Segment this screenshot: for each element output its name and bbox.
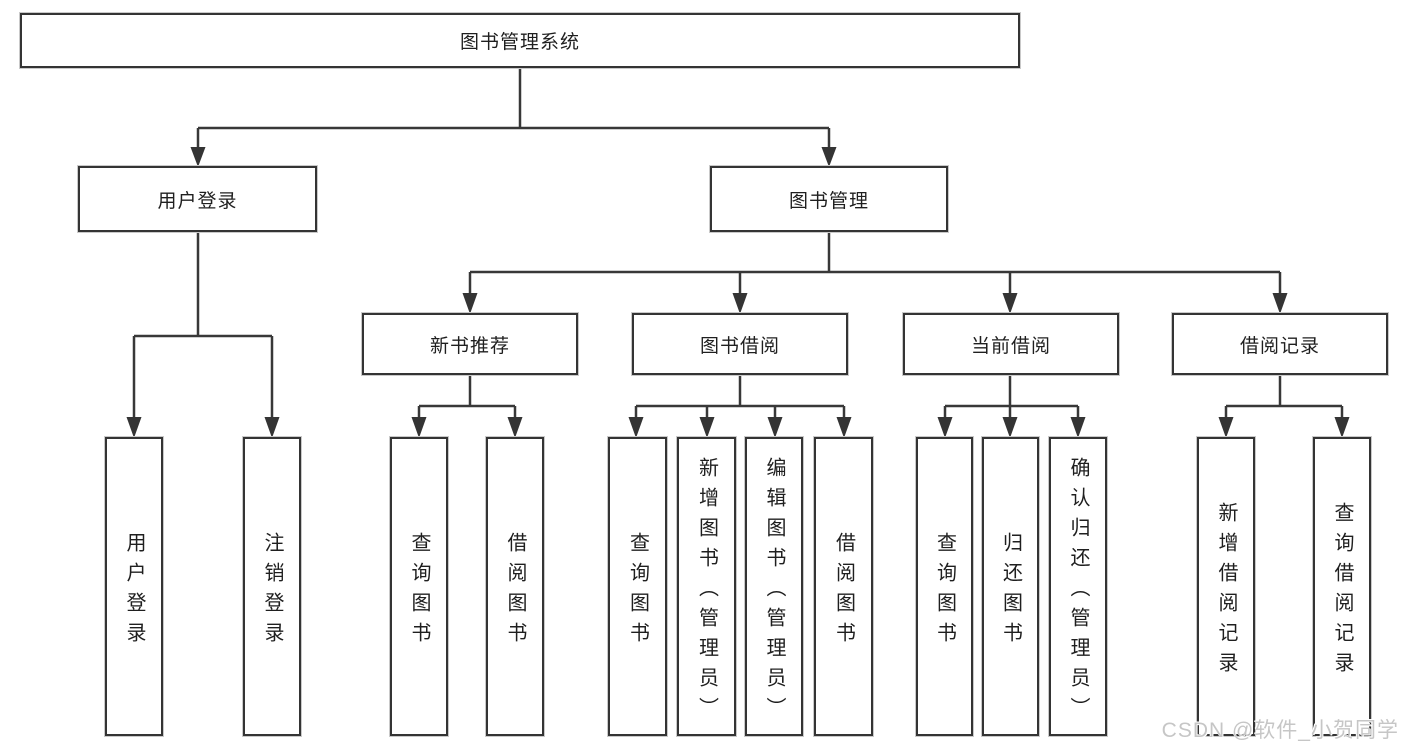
- node-user-login: 用户登录: [78, 166, 317, 232]
- leaf-label: 归还图书: [999, 531, 1022, 652]
- leaf-label: 查询图书: [626, 531, 649, 652]
- leaf-query-borrow-record: 查询借阅记录: [1313, 437, 1371, 736]
- arrowhead-icons: [126, 147, 1350, 438]
- leaf-borrow-books-recommend: 借阅图书: [486, 437, 544, 736]
- leaf-query-books-recommend: 查询图书: [390, 437, 448, 736]
- leaf-label: 编辑图书（管理员）: [763, 456, 785, 727]
- leaf-label: 查询图书: [408, 531, 430, 652]
- leaf-label: 注销登录: [261, 531, 283, 652]
- leaf-label: 借阅图书: [504, 531, 526, 652]
- leaf-confirm-return-admin: 确认归还（管理员）: [1049, 437, 1107, 736]
- leaf-add-borrow-record: 新增借阅记录: [1197, 437, 1255, 736]
- leaf-label: 用户登录: [123, 531, 145, 652]
- node-library-management-system: 图书管理系统: [20, 13, 1020, 68]
- leaf-return-books: 归还图书: [982, 437, 1039, 736]
- leaf-label: 查询借阅记录: [1331, 501, 1353, 682]
- node-book-management: 图书管理: [710, 166, 948, 232]
- leaf-label: 借阅图书: [832, 531, 855, 652]
- leaf-query-books-borrow: 查询图书: [608, 437, 667, 736]
- leaf-add-books-admin: 新增图书（管理员）: [677, 437, 736, 736]
- node-current-borrowing: 当前借阅: [903, 313, 1119, 375]
- node-borrowing-records: 借阅记录: [1172, 313, 1388, 375]
- leaf-label: 确认归还（管理员）: [1067, 456, 1089, 727]
- csdn-watermark: CSDN @软件_小贺同学: [1161, 719, 1399, 742]
- leaf-label: 新增图书（管理员）: [695, 456, 718, 727]
- leaf-query-books-current: 查询图书: [916, 437, 973, 736]
- node-book-borrowing: 图书借阅: [632, 313, 848, 375]
- leaf-edit-books-admin: 编辑图书（管理员）: [745, 437, 803, 736]
- leaf-borrow-books: 借阅图书: [814, 437, 873, 736]
- leaf-label: 新增借阅记录: [1215, 501, 1237, 682]
- leaf-user-login: 用户登录: [105, 437, 163, 736]
- leaf-logout: 注销登录: [243, 437, 301, 736]
- leaf-label: 查询图书: [933, 531, 956, 652]
- node-new-book-recommendation: 新书推荐: [362, 313, 578, 375]
